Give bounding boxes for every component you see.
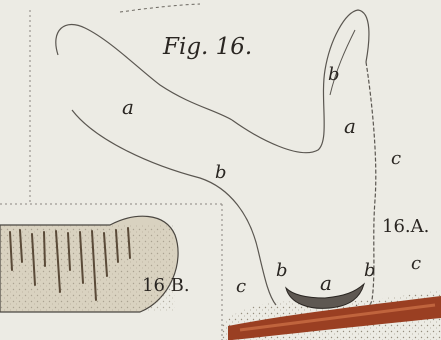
label-b-mid: b [215, 164, 227, 182]
label-b-base-right: b [364, 262, 376, 280]
label-c-base-left: c [236, 278, 246, 296]
upper-left-edge [120, 4, 200, 12]
label-b-upper: b [328, 66, 340, 84]
panel-label-16b: 16 B. [142, 277, 190, 295]
label-b-base-left: b [276, 262, 288, 280]
figure-title: Fig. 16. [163, 36, 252, 59]
label-c-right: c [391, 150, 401, 168]
sample-stipple-16b [0, 225, 175, 312]
label-c-base-right: c [411, 255, 421, 273]
label-a-left: a [122, 97, 134, 117]
label-a-base: a [320, 273, 332, 293]
label-a-right: a [344, 116, 356, 136]
panel-label-16a: 16.A. [382, 218, 429, 236]
